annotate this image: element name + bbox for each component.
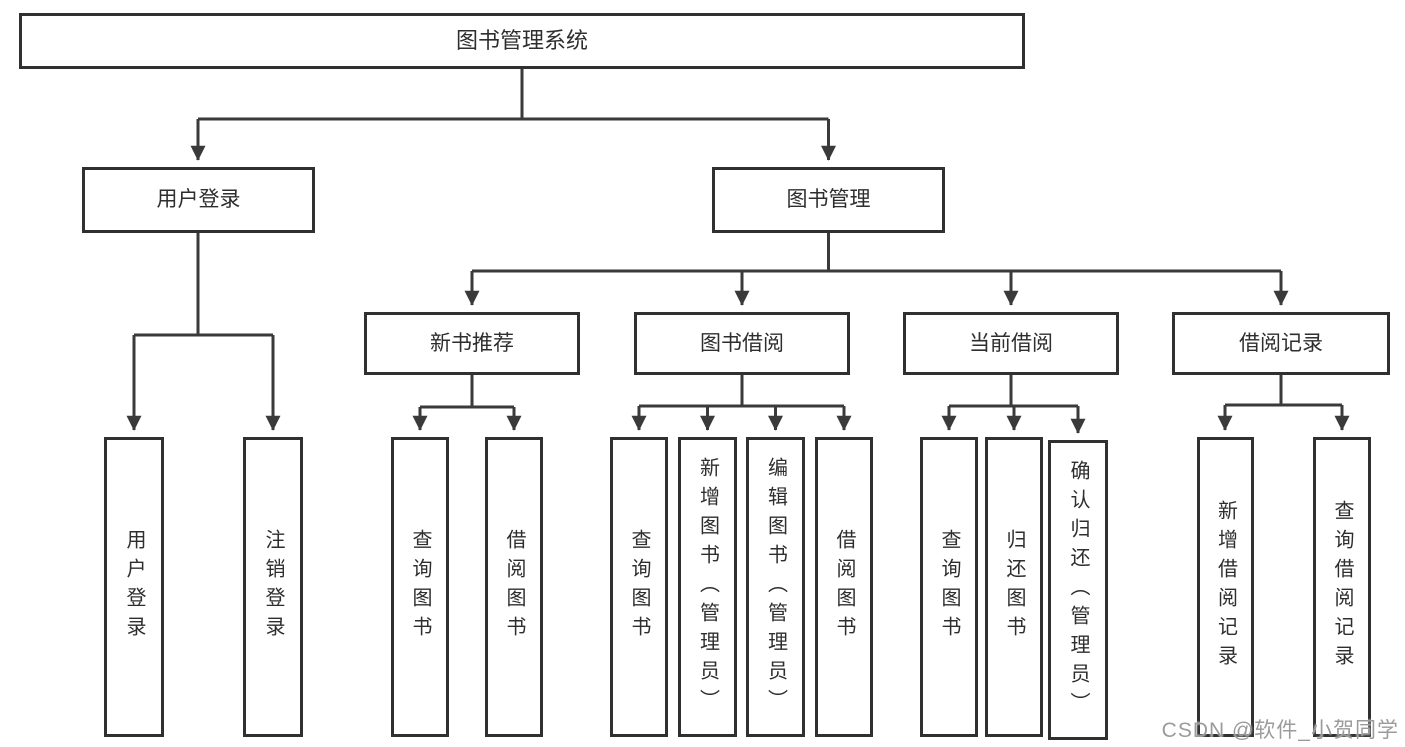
leaf-logout: 注销登录 [243,437,303,737]
leaf-cb-return-books: 归还图书 [985,437,1043,737]
leaf-nb-query-books: 查询图书 [391,437,449,737]
leaf-br-add-borrow-record: 新增借阅记录 [1197,437,1254,737]
leaf-bb-edit-books-admin: 编辑图书（管理员） [746,437,805,737]
leaf-bb-borrow-books: 借阅图书 [815,437,873,737]
node-current-borrowing: 当前借阅 [903,312,1119,375]
node-book-management: 图书管理 [712,167,945,233]
csdn-watermark: CSDN @软件_小贺同学 [1161,719,1399,742]
leaf-bb-add-books-admin: 新增图书（管理员） [678,437,737,737]
node-new-book-recommendation: 新书推荐 [364,312,580,375]
leaf-br-query-borrow-record: 查询借阅记录 [1313,437,1371,737]
leaf-user-login: 用户登录 [104,437,164,737]
leaf-nb-borrow-books: 借阅图书 [485,437,543,737]
node-borrowing-records: 借阅记录 [1172,312,1390,375]
leaf-cb-confirm-return-admin: 确认归还（管理员） [1048,440,1108,740]
node-library-system: 图书管理系统 [19,13,1025,69]
node-user-login: 用户登录 [82,167,315,233]
node-book-borrowing: 图书借阅 [634,312,850,375]
leaf-cb-query-books: 查询图书 [920,437,978,737]
leaf-bb-query-books: 查询图书 [610,437,668,737]
